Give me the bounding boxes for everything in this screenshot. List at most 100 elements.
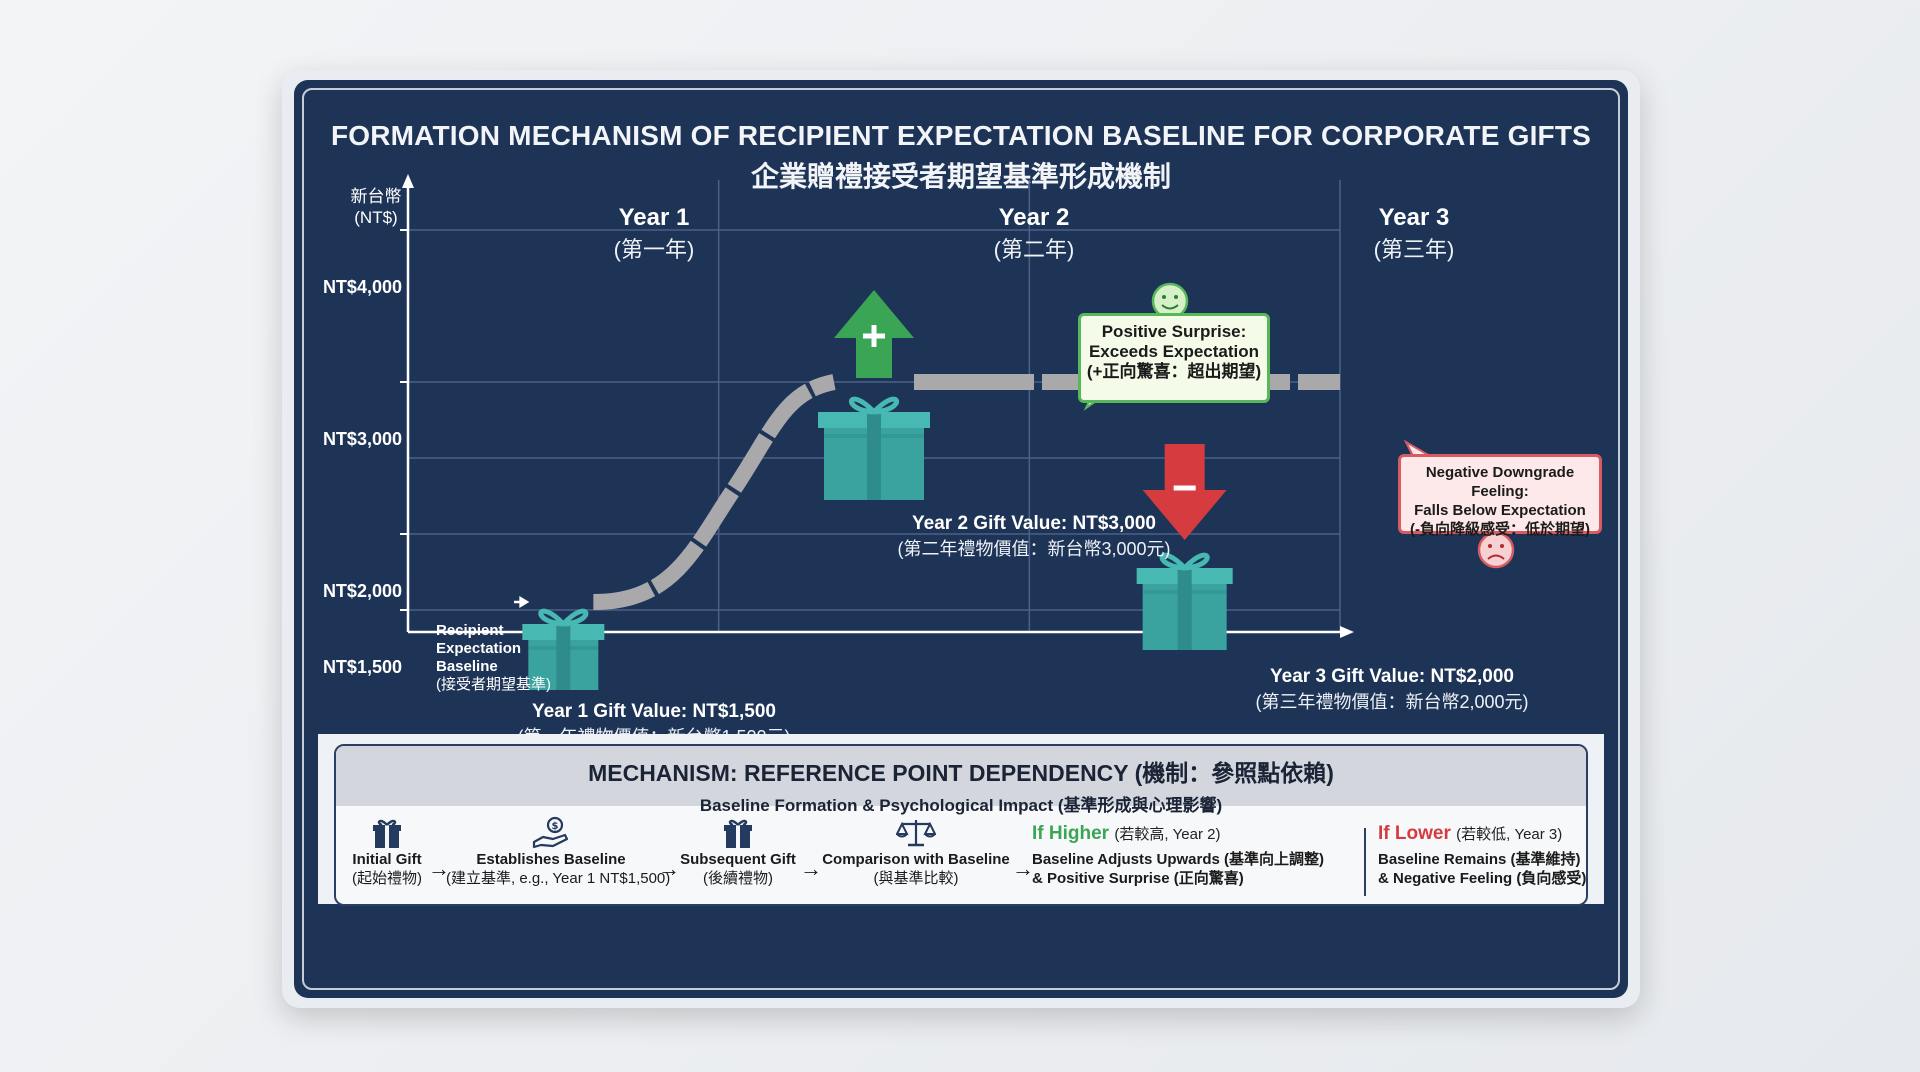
year-3-label-zh: (第三年)	[1373, 237, 1455, 262]
year-2-label: Year 2	[998, 204, 1070, 231]
if-higher-line2: & Positive Surprise (正向驚喜)	[1032, 870, 1244, 887]
outcome-if-lower: If Lower (若較低, Year 3) Baseline Remains …	[1378, 824, 1586, 888]
year-2-gift	[818, 396, 930, 500]
step-establishes-baseline: $ Establishes Baseline (建立基準, e.g., Year…	[446, 816, 670, 888]
mechanism-title: MECHANISM: REFERENCE POINT DEPENDENCY (機…	[588, 760, 1334, 786]
if-higher-label: If Higher	[1032, 823, 1110, 844]
hand-coin-icon: $	[446, 816, 656, 850]
year-3-header: Year 3 (第三年)	[1314, 204, 1514, 264]
gift-bow	[538, 608, 589, 627]
year-1-label-zh: (第一年)	[613, 237, 695, 262]
y-tick-label: NT$3,000	[322, 429, 402, 449]
gift-bow	[849, 396, 899, 415]
negative-feeling-callout: Negative Downgrade Feeling: Falls Below …	[1398, 454, 1602, 538]
gift-ribbon	[556, 624, 571, 690]
year-3-gift-value-zh: (第三年禮物價值：新台幣2,000元)	[1255, 692, 1529, 712]
negative-callout-line3: (-負向降級感受：低於期望)	[1410, 521, 1590, 538]
step-establishes-baseline-zh: (建立基準, e.g., Year 1 NT$1,500)	[446, 870, 671, 887]
mechanism-header: MECHANISM: REFERENCE POINT DEPENDENCY (機…	[336, 746, 1586, 815]
year-1-header: Year 1 (第一年)	[554, 204, 754, 264]
title-english: FORMATION MECHANISM OF RECIPIENT EXPECTA…	[330, 120, 1592, 151]
step-comparison: Comparison with Baseline (與基準比較)	[822, 816, 1010, 888]
if-lower-label: If Lower	[1378, 823, 1451, 844]
sad-eye	[1488, 544, 1492, 548]
down-arrow-shape	[1142, 444, 1227, 540]
y-axis-arrowhead	[402, 174, 414, 188]
mechanism-subtitle: Baseline Formation & Psychological Impac…	[699, 796, 1223, 815]
positive-callout-line2: Exceeds Expectation	[1088, 342, 1260, 361]
scale-icon	[822, 816, 1010, 850]
step-subsequent-gift: Subsequent Gift (後續禮物)	[678, 816, 798, 888]
positive-callout-line3: (+正向驚喜：超出期望)	[1086, 362, 1262, 381]
if-lower-line1: Baseline Remains (基準維持)	[1378, 851, 1581, 868]
emotion-faces	[1151, 282, 1515, 569]
y-tick-label: NT$1,500	[322, 657, 402, 677]
year-2-gift-value-label: Year 2 Gift Value: NT$3,000	[912, 513, 1156, 534]
y-tick-label: NT$2,000	[322, 581, 402, 601]
sad-mouth	[1487, 554, 1505, 560]
year-3-gift	[1136, 552, 1233, 650]
gift-ribbon	[867, 412, 881, 500]
y-axis-unit-zh: 新台幣	[350, 187, 402, 206]
smiley-eye	[1174, 295, 1178, 299]
year-1-label: Year 1	[618, 204, 690, 231]
year-2-label-zh: (第二年)	[993, 237, 1075, 262]
gift-stripe	[824, 434, 924, 438]
baseline-curve	[593, 374, 836, 610]
gift-icon	[678, 816, 798, 850]
gift-icon	[346, 816, 428, 850]
gift-icons	[522, 396, 1233, 690]
year-2-gift-value-zh: (第二年禮物價值：新台幣3,000元)	[897, 539, 1171, 559]
if-higher-note: (若較高, Year 2)	[1114, 826, 1221, 843]
chart-panel: FORMATION MECHANISM OF RECIPIENT EXPECTA…	[294, 80, 1628, 998]
step-comparison-zh: (與基準比較)	[873, 870, 959, 887]
baseline-note-arrowhead	[519, 596, 530, 608]
smiley-eye	[1162, 295, 1166, 299]
positive-surprise-callout: Positive Surprise: Exceeds Expectation (…	[1078, 313, 1270, 403]
y-tick-label: NT$4,000	[322, 277, 402, 297]
positive-callout-line1: Positive Surprise:	[1101, 322, 1247, 341]
mechanism-box: MECHANISM: REFERENCE POINT DEPENDENCY (機…	[334, 744, 1588, 906]
infographic-frame: FORMATION MECHANISM OF RECIPIENT EXPECTA…	[282, 70, 1640, 1008]
year-2-header: Year 2 (第二年)	[934, 204, 1134, 264]
if-higher-heading: If Higher (若較高, Year 2)	[1032, 824, 1362, 844]
plus-sign	[863, 325, 885, 347]
flow-arrow: →	[800, 856, 822, 881]
step-establishes-baseline-label: Establishes Baseline	[476, 851, 626, 868]
svg-text:$: $	[552, 821, 559, 832]
step-initial-gift-zh: (起始禮物)	[352, 870, 422, 887]
baseline-note-zh: (接受者期望基準)	[436, 676, 551, 693]
outcome-divider	[1364, 828, 1366, 896]
year-3-label: Year 3	[1378, 204, 1450, 231]
outcome-if-higher: If Higher (若較高, Year 2) Baseline Adjusts…	[1032, 824, 1362, 888]
gift-stripe	[528, 646, 599, 650]
negative-callout-line2: Falls Below Expectation	[1414, 502, 1586, 519]
step-comparison-label: Comparison with Baseline	[822, 851, 1010, 868]
title-chinese: 企業贈禮接受者期望基準形成機制	[750, 161, 1171, 192]
baseline-note: Recipient Expectation Baseline (接受者期望基準)	[436, 622, 551, 694]
step-initial-gift: Initial Gift (起始禮物)	[346, 816, 428, 888]
if-lower-note: (若較低, Year 3)	[1456, 826, 1563, 843]
year-3-gift-value: Year 3 Gift Value: NT$2,000 (第三年禮物價值：新台幣…	[1192, 666, 1592, 714]
gift-ribbon	[1177, 568, 1192, 650]
step-subsequent-gift-label: Subsequent Gift	[680, 851, 796, 868]
baseline-note-line1: Recipient	[436, 622, 504, 639]
positive-up-arrow	[834, 290, 914, 378]
gift-bow	[1159, 552, 1210, 571]
baseline-note-line3: Baseline	[436, 658, 498, 675]
step-initial-gift-label: Initial Gift	[352, 851, 422, 868]
year-1-gift	[522, 608, 605, 690]
flow-arrow: →	[1012, 856, 1034, 881]
step-subsequent-gift-zh: (後續禮物)	[703, 870, 773, 887]
flow-arrow: →	[658, 856, 680, 881]
negative-callout-line1: Negative Downgrade Feeling:	[1425, 464, 1575, 500]
flow-arrow: →	[428, 856, 450, 881]
if-lower-heading: If Lower (若較低, Year 3)	[1378, 824, 1578, 844]
year-2-gift-value: Year 2 Gift Value: NT$3,000 (第二年禮物價值：新台幣…	[834, 513, 1234, 561]
year-3-gift-value-label: Year 3 Gift Value: NT$2,000	[1270, 666, 1514, 687]
year-1-gift-value-label: Year 1 Gift Value: NT$1,500	[532, 701, 776, 722]
mechanism-section: MECHANISM: REFERENCE POINT DEPENDENCY (機…	[318, 734, 1604, 906]
negative-down-arrow	[1142, 444, 1227, 540]
baseline-note-line2: Expectation	[436, 640, 522, 657]
sad-eye	[1500, 544, 1504, 548]
